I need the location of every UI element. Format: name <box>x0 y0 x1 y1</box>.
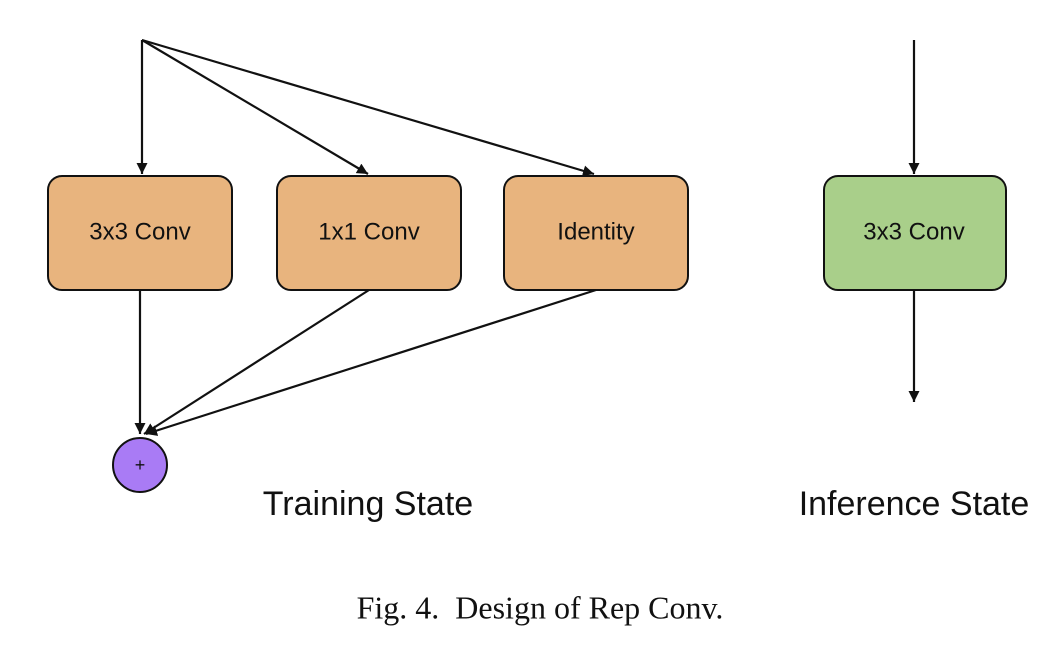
sum-node: + <box>112 437 168 493</box>
branch-3x3-conv-label: 3x3 Conv <box>89 218 190 245</box>
figure-caption: Fig. 4. Design of Rep Conv. <box>357 589 724 625</box>
training-state-label: Training State <box>263 485 473 523</box>
inference-3x3-conv-label: 3x3 Conv <box>863 218 964 245</box>
branch-identity-label: Identity <box>557 218 634 245</box>
inference-state-label: Inference State <box>799 485 1030 523</box>
branch-identity: Identity <box>503 175 689 291</box>
edge-input-to-identity <box>141 38 595 177</box>
edge-1x1-conv-to-sum <box>143 289 370 435</box>
branch-1x1-conv: 1x1 Conv <box>276 175 462 291</box>
edge-identity-to-sum <box>145 288 597 436</box>
branch-3x3-conv: 3x3 Conv <box>47 175 233 291</box>
edge-input-to-1x1-conv <box>141 39 369 175</box>
sum-circle <box>112 437 168 493</box>
inference-3x3-conv: 3x3 Conv <box>823 175 1007 291</box>
sum-plus-symbol: + <box>135 455 146 475</box>
branch-1x1-conv-label: 1x1 Conv <box>318 218 419 245</box>
